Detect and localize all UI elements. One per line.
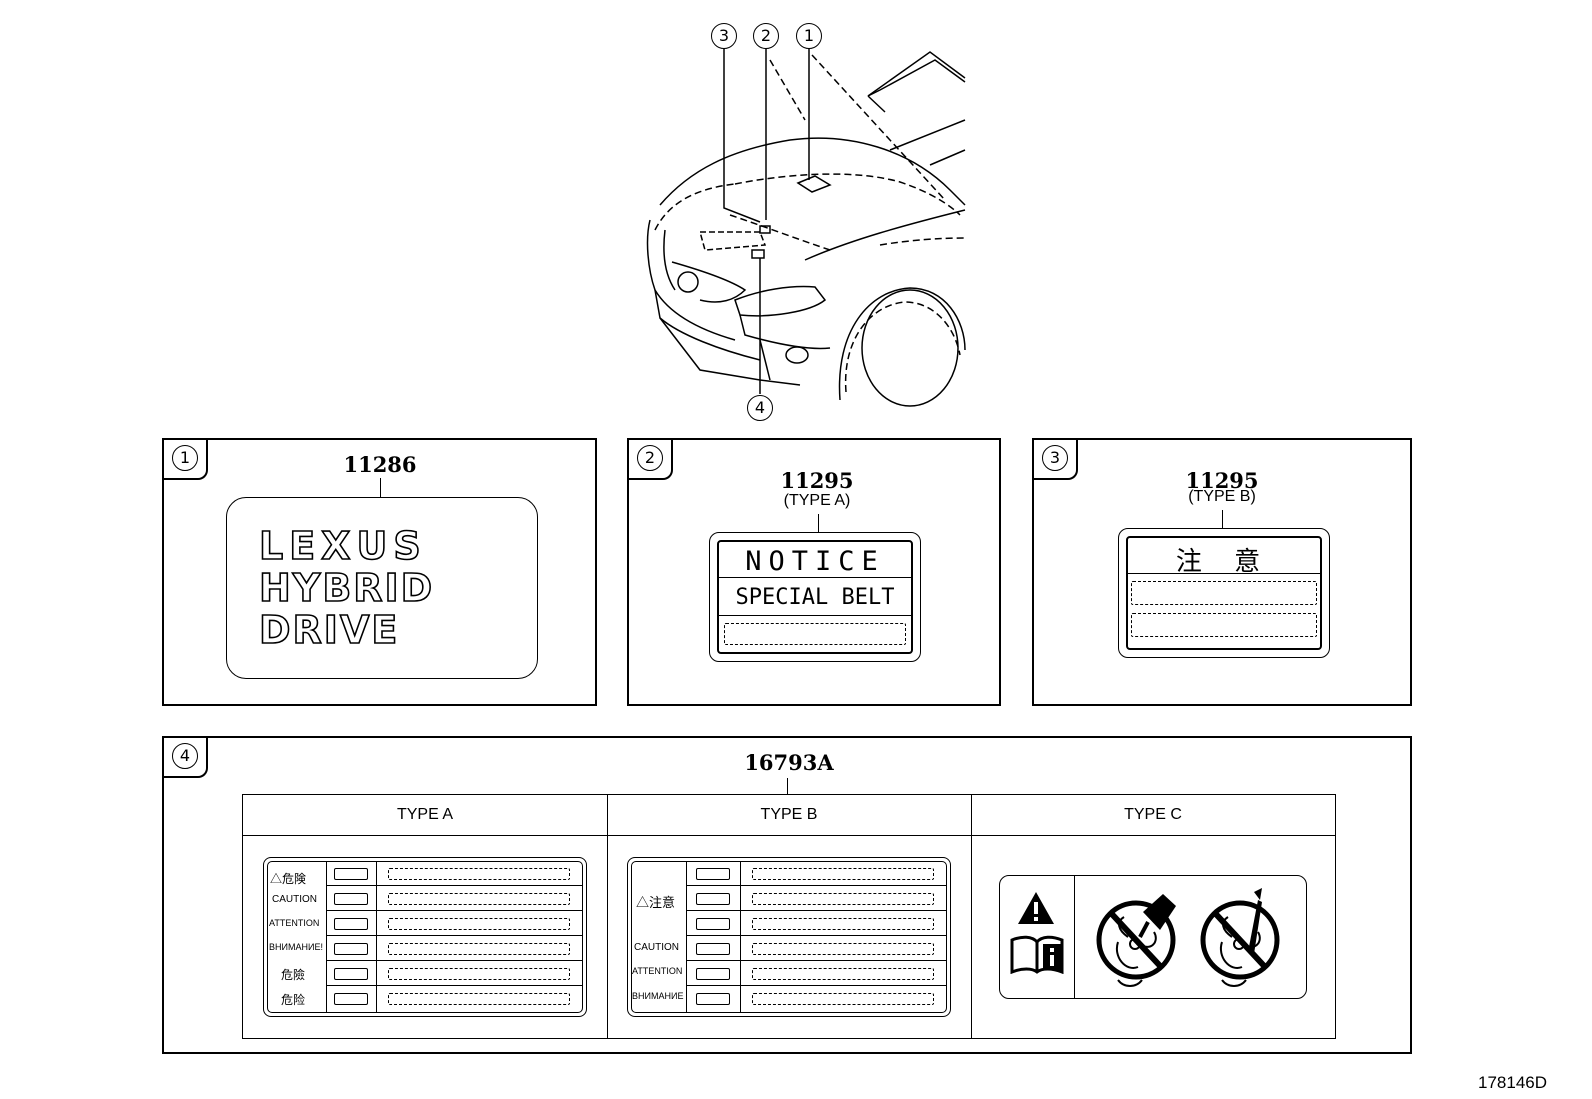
type-a-danger-cn: 危险: [281, 993, 306, 1007]
caution-label-plate: 注 意: [1118, 528, 1330, 658]
panel-1-number: 1: [172, 445, 198, 471]
panel-2-notice-label: 2 11295 (TYPE A) NOTICE SPECIAL BELT: [627, 438, 1001, 706]
column-type-c: TYPE C: [1124, 806, 1182, 823]
type-a-danger-jp: △危険: [270, 872, 307, 886]
type-a-vnimanie: ВНИМАНИЕ!: [269, 942, 323, 952]
notice-label-plate: NOTICE SPECIAL BELT: [709, 532, 921, 662]
type-b-caution: CAUTION: [634, 942, 679, 953]
no-hand-fan-icon: [1096, 894, 1176, 987]
type-a-caution: CAUTION: [272, 894, 317, 905]
column-type-a: TYPE A: [396, 806, 454, 823]
type-a-attention: ATTENTION: [269, 918, 320, 928]
type-a-danger-tw: 危險: [281, 968, 306, 982]
panel-3-number: 3: [1042, 445, 1068, 471]
panel-4-part-number: 16793A: [744, 750, 834, 775]
column-type-b: TYPE B: [760, 806, 818, 823]
type-b-caution-jp: △注意: [636, 895, 676, 910]
panel-2-tab: 2: [627, 438, 673, 480]
panel-3-caution-label: 3 11295 (TYPE B) 注 意: [1032, 438, 1412, 706]
panel-3-type: (TYPE B): [1188, 488, 1256, 505]
panel-4-number: 4: [172, 743, 198, 769]
panel-2-number: 2: [637, 445, 663, 471]
hybrid-drive-emblem-plate: LEXUS HYBRID DRIVE: [226, 497, 538, 679]
type-b-attention: ATTENTION: [632, 966, 683, 976]
car-front-illustration: [646, 48, 966, 407]
panel-3-part-number: 11295: [1185, 468, 1259, 493]
caution-heading-jp: 注 意: [1175, 547, 1273, 577]
callout-4: 4: [747, 395, 773, 421]
emblem-hybrid: HYBRID: [258, 565, 435, 611]
emblem-lexus: LEXUS: [258, 523, 427, 569]
warning-triangle-icon: [1018, 892, 1054, 924]
manual-book-icon: [1010, 935, 1064, 974]
type-b-label: △注意 CAUTION ATTENTION ВНИМАНИЕ: [627, 857, 951, 1017]
notice-special-belt: SPECIAL BELT: [735, 585, 895, 610]
panel-1-part-number: 11286: [343, 452, 417, 477]
panel-1-hybrid-emblem: 1 11286 LEXUS HYBRID DRIVE: [162, 438, 597, 706]
panel-4-warning-labels: 4 16793A TYPE A TYPE B TYPE C △危険 CAUTIO…: [162, 736, 1412, 1054]
no-tool-fan-icon: [1200, 888, 1280, 987]
panel-3-tab: 3: [1032, 438, 1078, 480]
panel-4-tab: 4: [162, 736, 208, 778]
types-table: TYPE A TYPE B TYPE C △危険 CAUTION ATTENTI…: [242, 794, 1336, 1039]
emblem-drive: DRIVE: [258, 607, 400, 653]
panel-2-type: (TYPE A): [783, 492, 851, 509]
callout-3: 3: [711, 23, 737, 49]
callout-1: 1: [796, 23, 822, 49]
panel-2-part-number: 11295: [780, 468, 854, 493]
callout-2: 2: [753, 23, 779, 49]
notice-heading: NOTICE: [745, 546, 885, 577]
type-b-vnimanie: ВНИМАНИЕ: [632, 991, 684, 1001]
figure-id: 178146D: [1478, 1073, 1548, 1092]
type-c-label: [999, 875, 1307, 999]
type-a-label: △危険 CAUTION ATTENTION ВНИМАНИЕ! 危險 危险: [263, 857, 587, 1017]
panel-1-tab: 1: [162, 438, 208, 480]
